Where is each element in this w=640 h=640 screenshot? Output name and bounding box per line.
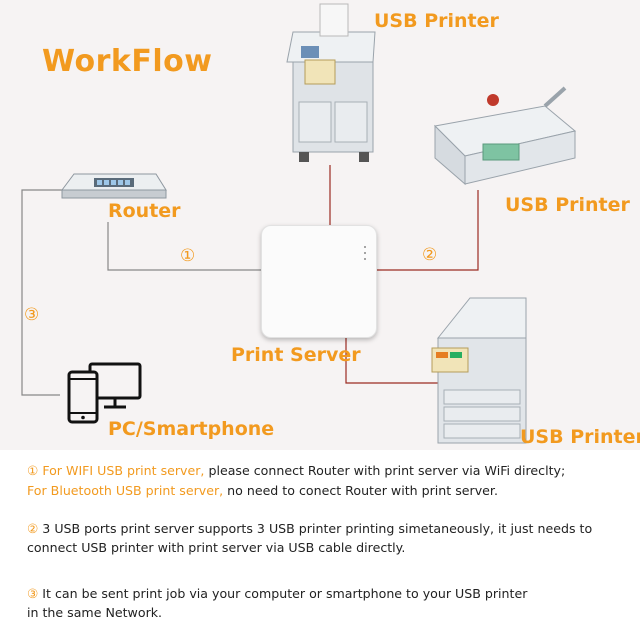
status-led-icon <box>364 252 366 254</box>
server-printer-bottom-line <box>345 336 440 384</box>
note-two-line2: connect USB printer with print server vi… <box>27 539 405 556</box>
note-three-marker: ③ <box>27 586 39 601</box>
connection-lines <box>21 165 479 396</box>
note-three-line1: It can be sent print job via your comput… <box>38 586 528 601</box>
note-two-line1: 3 USB ports print server supports 3 USB … <box>38 521 593 536</box>
note-one-b: For Bluetooth USB print server, no need … <box>27 482 498 499</box>
note-three: ③ It can be sent print job via your comp… <box>27 585 527 602</box>
usb-printer-right-icon <box>433 86 577 186</box>
router-label: Router <box>108 200 181 222</box>
note-two: ② 3 USB ports print server supports 3 US… <box>27 520 592 537</box>
pc-smartphone-label: PC/Smartphone <box>108 418 275 440</box>
router-icon <box>61 173 167 199</box>
note-three-line2: in the same Network. <box>27 604 162 621</box>
usb-printer-top-label: USB Printer <box>374 10 499 32</box>
usb-printer-bottom-label: USB Printer <box>520 426 640 448</box>
usb-printer-right-label: USB Printer <box>505 194 630 216</box>
server-printer-right-line <box>377 190 479 271</box>
usb-printer-top-icon <box>286 3 376 162</box>
usb-printer-bottom-icon <box>431 297 527 444</box>
marker-three: ③ <box>24 305 40 325</box>
note-one-marker: ① <box>27 463 39 478</box>
router-pc-line <box>21 189 62 396</box>
note-one-b-text: no need to conect Router with print serv… <box>223 483 498 498</box>
status-led-icon <box>364 246 366 248</box>
note-three-line2-text: in the same Network. <box>27 605 163 620</box>
pc-smartphone-icon <box>67 362 142 424</box>
print-server-label: Print Server <box>231 344 361 366</box>
diagram-title: WorkFlow <box>42 44 213 79</box>
print-server-device <box>261 225 377 338</box>
marker-one: ① <box>180 246 196 266</box>
note-one-text: please connect Router with print server … <box>204 463 566 478</box>
note-one: ① For WIFI USB print server, please conn… <box>27 462 565 479</box>
status-led-icon <box>364 258 366 260</box>
router-server-line <box>107 222 262 271</box>
note-two-marker: ② <box>27 521 39 536</box>
marker-two: ② <box>422 245 438 265</box>
note-one-b-highlight: For Bluetooth USB print server, <box>27 483 224 498</box>
note-one-highlight: For WIFI USB print server, <box>42 463 205 478</box>
note-two-line2-text: connect USB printer with print server vi… <box>27 540 406 555</box>
workflow-diagram: WorkFlow USB Printer USB Printer <box>0 0 640 450</box>
